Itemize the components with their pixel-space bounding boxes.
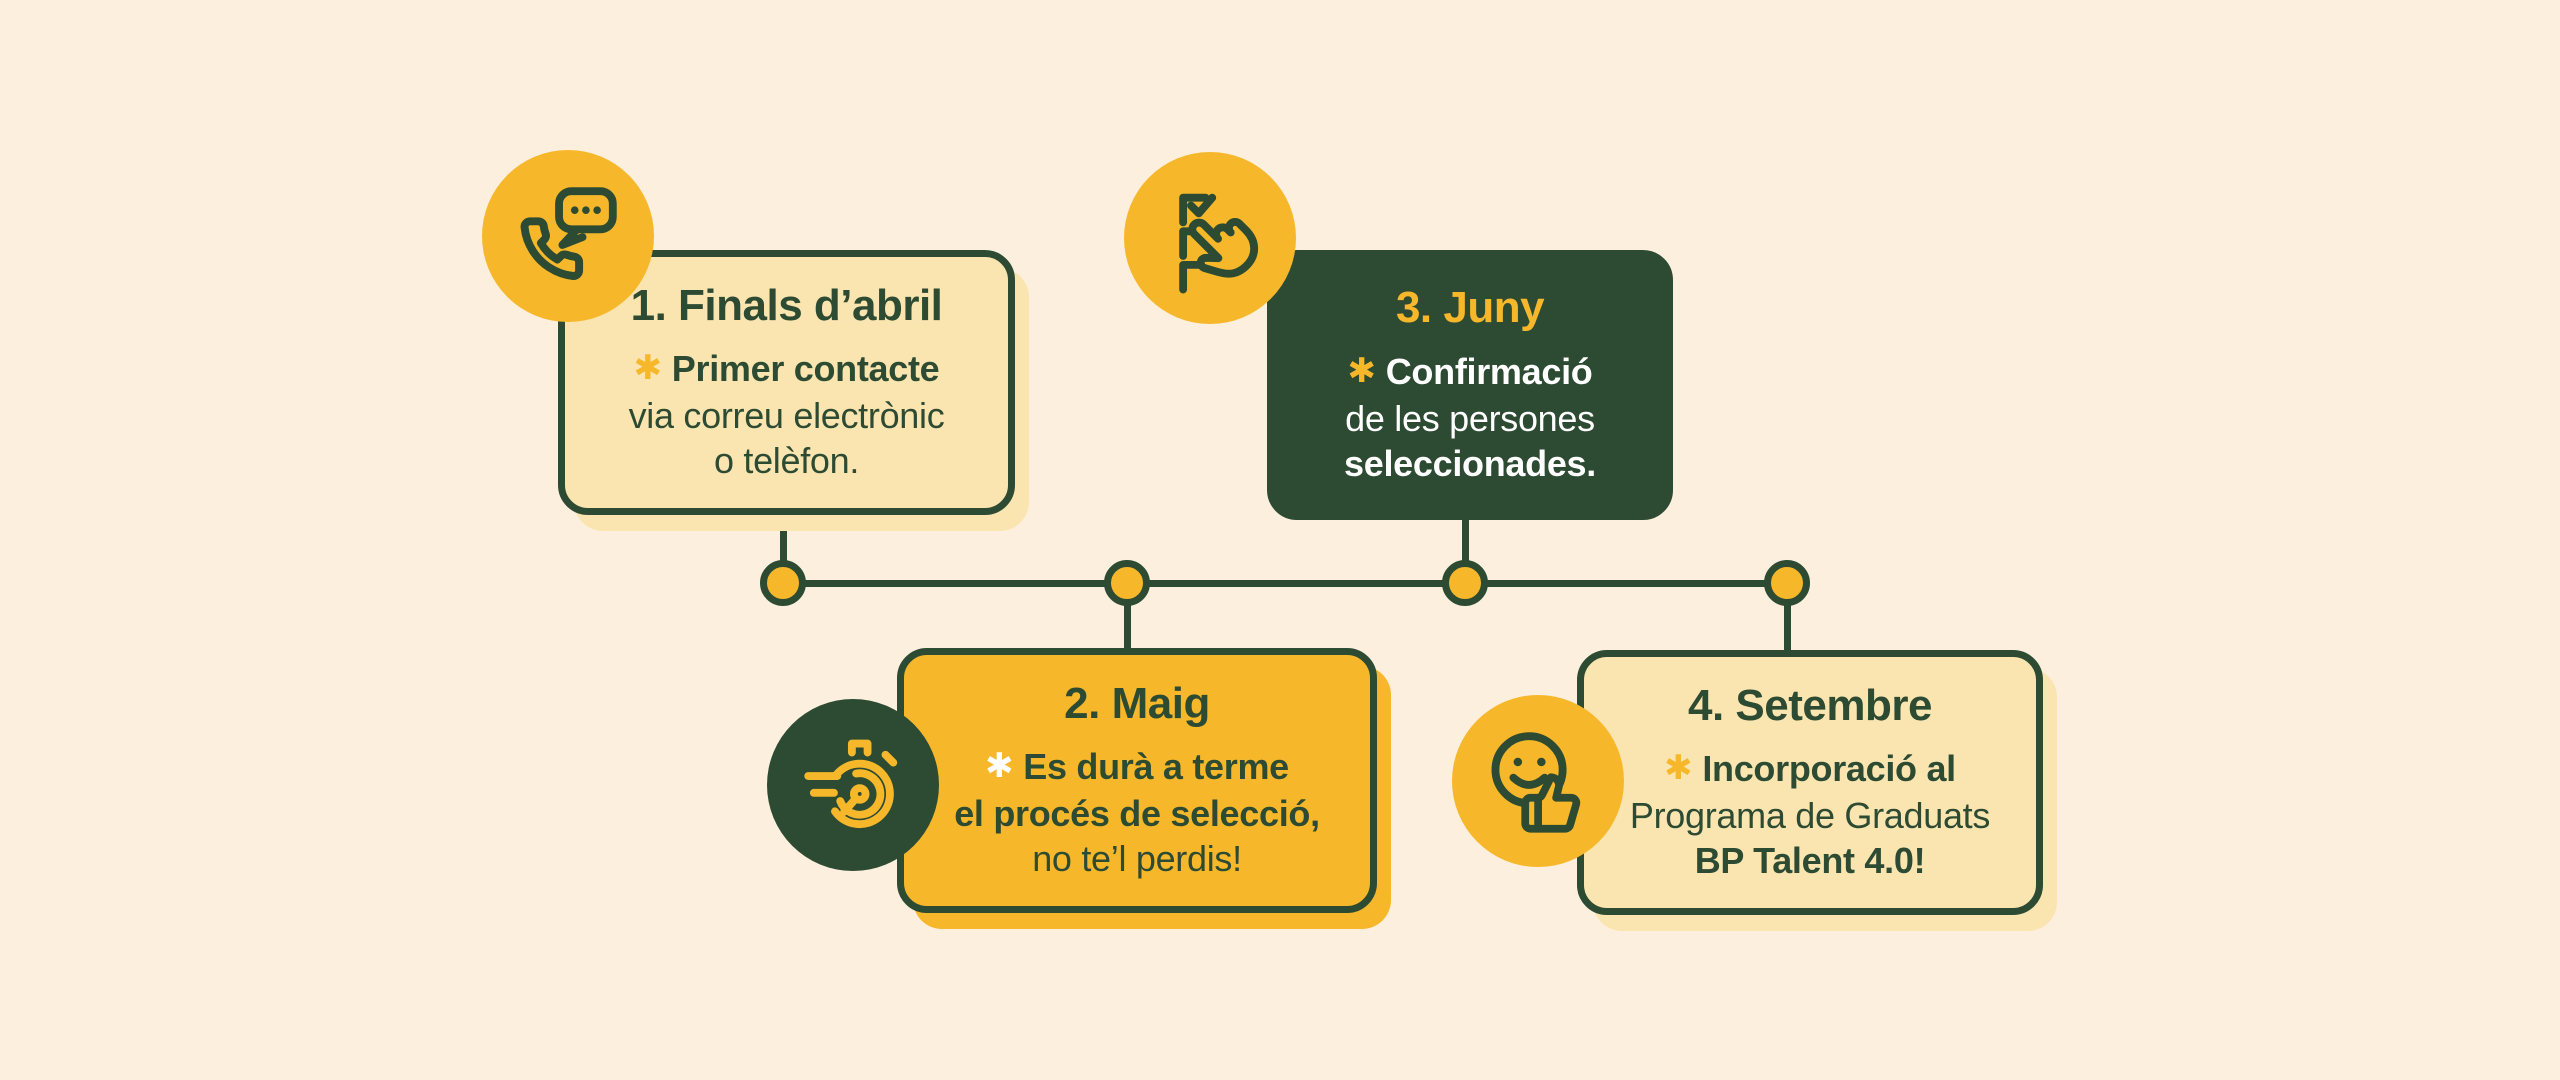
timeline-dot-4 — [1764, 560, 1810, 606]
step-1-line-3: o telèfon. — [713, 440, 860, 482]
step-4-title: 4. Setembre — [1688, 680, 1932, 730]
step-2-line-2: el procés de selecció, — [954, 793, 1320, 835]
checklist-hand-icon — [1179, 193, 1259, 294]
smiley-thumbs-up-icon — [1491, 732, 1581, 833]
timeline-connector-2 — [1124, 583, 1131, 653]
asterisk-icon: ✱ — [1664, 748, 1693, 789]
step-2-icon-circle — [767, 699, 939, 871]
step-1-line-1-text: Primer contacte — [671, 348, 940, 390]
step-1-icon-circle — [482, 150, 654, 322]
step-2-line-1-text: Es durà a terme — [1023, 746, 1289, 788]
step-4-line-2: Programa de Graduats — [1629, 795, 1991, 837]
timeline-connector-3 — [1462, 512, 1469, 584]
timeline-dot-3 — [1442, 560, 1488, 606]
timeline-connector-1 — [780, 505, 787, 585]
step-2-line-3: no te’l perdis! — [1032, 838, 1242, 880]
step-4-line-1-text: Incorporació al — [1702, 748, 1956, 790]
step-1-title: 1. Finals d’abril — [630, 280, 943, 330]
step-2-title: 2. Maig — [1064, 678, 1210, 728]
step-4-card: 4. Setembre ✱Incorporació al Programa de… — [1577, 650, 2043, 915]
step-3-title: 3. Juny — [1395, 283, 1545, 333]
step-3-line-1-text: Confirmació — [1385, 350, 1593, 392]
step-3-line-2: de les persones — [1345, 397, 1595, 439]
asterisk-icon: ✱ — [633, 348, 663, 389]
step-2-card: 2. Maig ✱Es durà a terme el procés de se… — [897, 648, 1377, 913]
timeline-connector-4 — [1784, 583, 1791, 655]
asterisk-icon: ✱ — [1347, 350, 1377, 391]
step-3-card: 3. Juny ✱Confirmació de les persones sel… — [1267, 250, 1673, 520]
stopwatch-icon — [804, 739, 898, 829]
step-1-line-1: ✱Primer contacte — [634, 346, 940, 393]
phone-message-icon — [520, 187, 617, 280]
step-4-line-1: ✱Incorporació al — [1664, 746, 1956, 793]
step-1-card: 1. Finals d’abril ✱Primer contacte via c… — [558, 250, 1015, 515]
step-4-icon-circle — [1452, 695, 1624, 867]
step-3-icon-circle — [1124, 152, 1296, 324]
step-3-line-3: seleccionades. — [1344, 442, 1596, 484]
step-1-line-2: via correu electrònic — [628, 395, 945, 437]
timeline-line — [783, 580, 1787, 587]
timeline-dot-2 — [1104, 560, 1150, 606]
step-2-line-1: ✱Es durà a terme — [985, 744, 1289, 791]
step-4-line-3: BP Talent 4.0! — [1694, 840, 1926, 882]
asterisk-icon: ✱ — [985, 746, 1014, 787]
timeline-dot-1 — [760, 560, 806, 606]
step-3-line-1: ✱Confirmació — [1348, 349, 1593, 396]
